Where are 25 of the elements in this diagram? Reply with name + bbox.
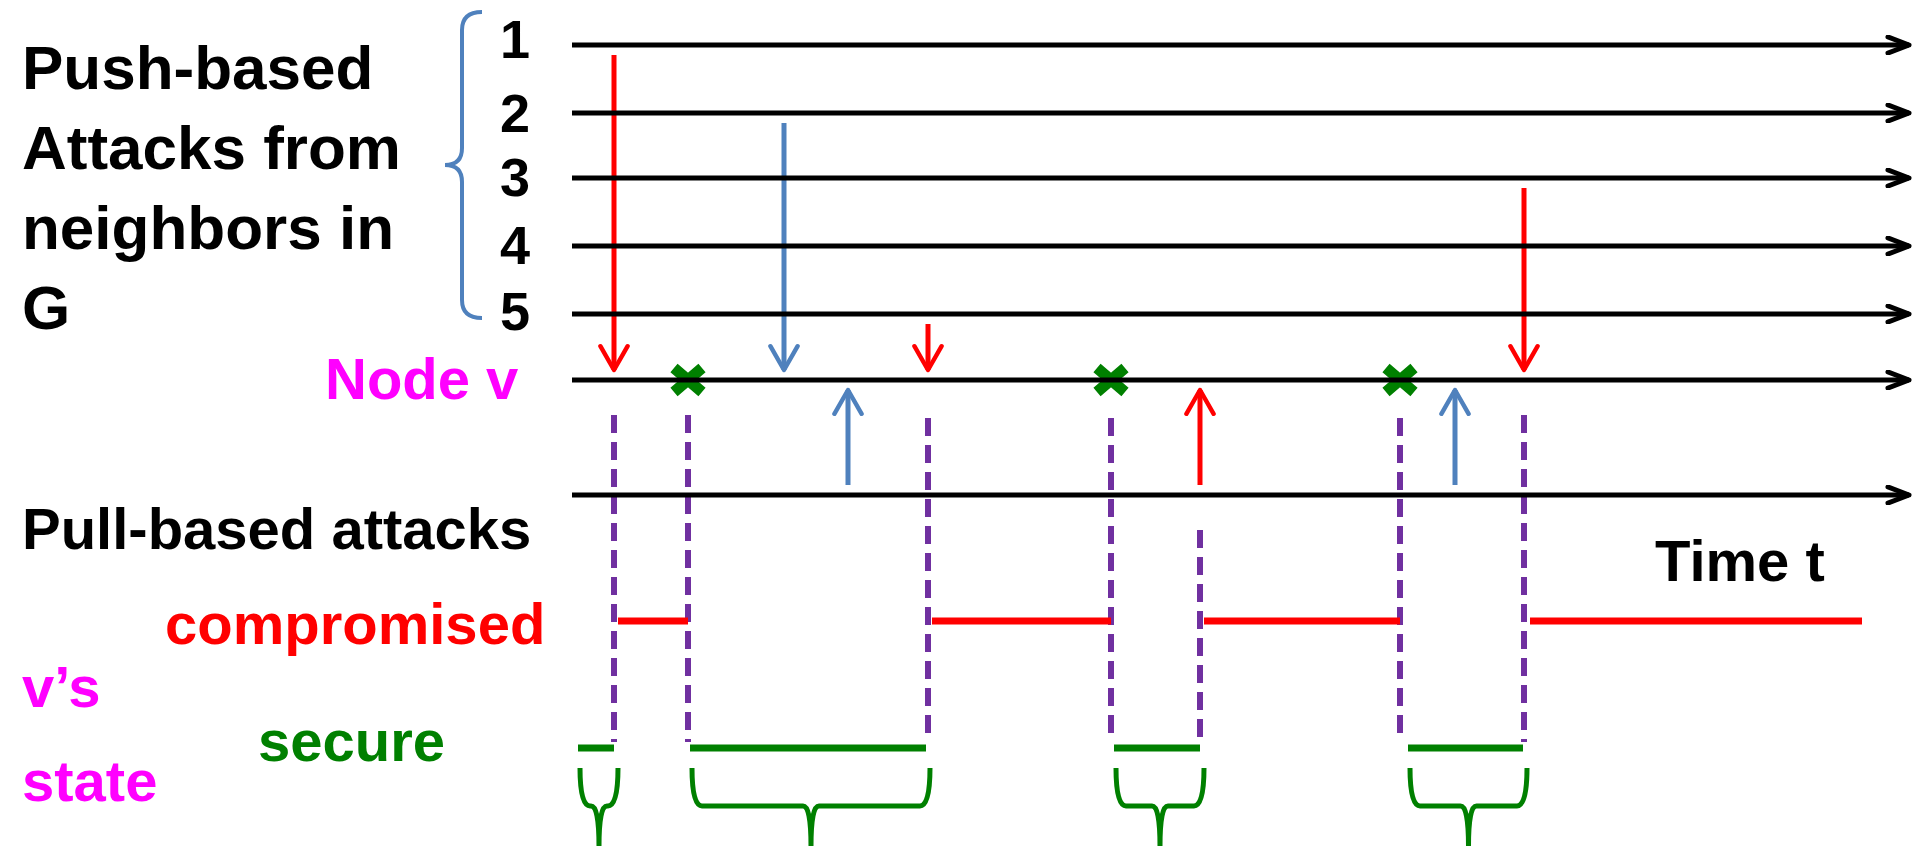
time-axis <box>572 103 1912 123</box>
attack-arrow <box>912 324 944 373</box>
timeline-label: Pull-based attacks <box>22 500 532 558</box>
line-number: 3 <box>500 150 531 204</box>
time-axis <box>572 370 1912 390</box>
attack-arrow <box>1184 387 1216 485</box>
node-label: Node v <box>325 350 519 408</box>
attack-arrow <box>768 123 800 373</box>
attack-arrow <box>598 55 630 373</box>
attack-arrow <box>832 387 864 485</box>
time-axis <box>572 485 1912 505</box>
time-axis <box>572 236 1912 256</box>
attack-arrow <box>1508 188 1540 373</box>
line-number: 1 <box>500 12 531 66</box>
line-number: 2 <box>500 86 531 140</box>
attack-arrow <box>1439 387 1471 485</box>
axis-label: v’s state <box>22 653 159 815</box>
heading-text: Push-based Attacks from neighbors in G <box>22 32 402 344</box>
line-number: 5 <box>500 284 531 338</box>
line-number: 4 <box>500 218 531 272</box>
time-axis <box>572 35 1912 55</box>
time-axis <box>572 304 1912 324</box>
axis-label: Time t <box>1655 532 1825 590</box>
state-label: secure <box>258 712 446 770</box>
time-axis <box>572 168 1912 188</box>
